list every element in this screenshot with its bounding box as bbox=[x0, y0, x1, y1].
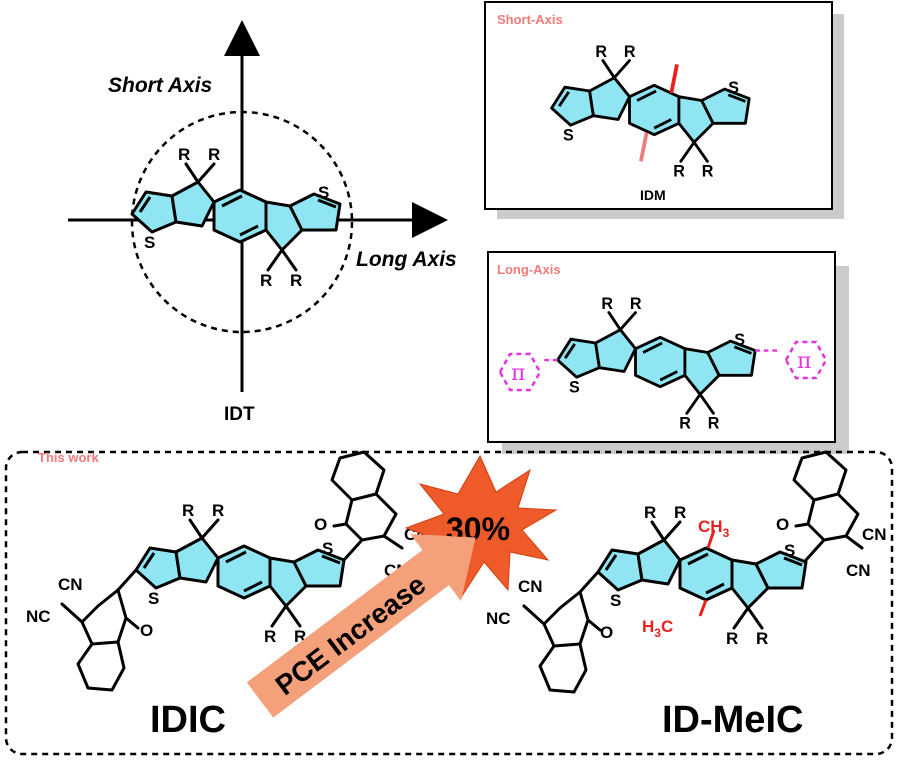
meic-s2: S bbox=[784, 541, 795, 560]
idt-r4: R bbox=[290, 271, 302, 290]
long-axis-box: Long-Axis R R R R S S π π bbox=[487, 251, 843, 448]
idt-panel: Short Axis Long Axis IDT R R R R S S bbox=[68, 20, 457, 425]
idic-nc-left: NC bbox=[26, 607, 51, 626]
idt-s1: S bbox=[144, 233, 155, 252]
idt-r1: R bbox=[178, 145, 190, 164]
meic-r3: R bbox=[726, 629, 738, 648]
meic-r4: R bbox=[756, 629, 768, 648]
long-axis-title: Long-Axis bbox=[497, 262, 561, 277]
short-axis-label: Short Axis bbox=[108, 74, 212, 97]
meic-h3c-bottom: H3C bbox=[642, 617, 673, 640]
long-axis-molecule: R R R R S S bbox=[542, 295, 779, 433]
la-r1: R bbox=[601, 295, 613, 313]
meic-s1: S bbox=[610, 591, 621, 610]
meic-ch3-top: CH3 bbox=[698, 517, 730, 540]
idm-r2: R bbox=[624, 43, 636, 61]
pi-left-label: π bbox=[511, 361, 525, 386]
pi-right-label: π bbox=[797, 349, 811, 374]
meic-r2: R bbox=[674, 503, 686, 522]
short-axis-methyl-top bbox=[669, 64, 679, 94]
pi-left-hexagon: π bbox=[498, 352, 542, 392]
idt-s2: S bbox=[318, 183, 329, 202]
idic-label: IDIC bbox=[150, 699, 226, 741]
idic-r1: R bbox=[182, 501, 194, 520]
short-axis-title: Short-Axis bbox=[497, 12, 563, 27]
idic-r2: R bbox=[212, 501, 224, 520]
idt-r3: R bbox=[260, 271, 272, 290]
meic-cn-right: CN bbox=[862, 525, 887, 544]
idm-r3: R bbox=[673, 163, 685, 181]
la-r3: R bbox=[679, 415, 691, 433]
la-r4: R bbox=[708, 415, 720, 433]
idt-molecule: R R R R S S bbox=[130, 145, 342, 290]
long-axis-label: Long Axis bbox=[356, 248, 457, 271]
meic-cn-right2: CN bbox=[846, 561, 871, 580]
la-s1: S bbox=[569, 378, 580, 396]
idt-label: IDT bbox=[224, 404, 255, 425]
short-axis-methyl-bottom bbox=[639, 132, 649, 162]
idic-s2: S bbox=[322, 539, 333, 558]
la-r2: R bbox=[630, 295, 642, 313]
idm-molecule: R R R R S S bbox=[550, 43, 751, 181]
meic-o-right: O bbox=[776, 515, 789, 534]
pi-right-hexagon: π bbox=[784, 340, 828, 380]
la-s2: S bbox=[734, 331, 745, 349]
this-work-title: This work bbox=[38, 450, 99, 465]
this-work-panel: This work R R R R S S O CN NC bbox=[4, 450, 894, 756]
idic-cn-left: CN bbox=[58, 575, 83, 594]
idic-o-right: O bbox=[314, 515, 327, 534]
idic-r3: R bbox=[264, 627, 276, 646]
idm-s2: S bbox=[728, 79, 739, 97]
meic-r1: R bbox=[644, 503, 656, 522]
meic-cn-left: CN bbox=[518, 577, 543, 596]
idic-s1: S bbox=[148, 589, 159, 608]
meic-o-left: O bbox=[600, 623, 613, 642]
meic-nc-left: NC bbox=[486, 609, 511, 628]
idic-o-left: O bbox=[140, 621, 153, 640]
idt-r2: R bbox=[208, 145, 220, 164]
id-meic-molecule: R R R R S S CH3 H3C O CN NC O CN CN bbox=[486, 450, 887, 694]
id-meic-label: ID-MeIC bbox=[662, 699, 803, 741]
idm-label: IDM bbox=[640, 187, 666, 203]
idt-dashed-circle bbox=[130, 110, 354, 334]
idm-s1: S bbox=[563, 126, 574, 144]
idm-r1: R bbox=[595, 43, 607, 61]
idic-molecule: R R R R S S O CN NC O CN CN bbox=[26, 450, 429, 692]
short-axis-box: Short-Axis IDM R R R R S S bbox=[484, 1, 838, 213]
idm-r4: R bbox=[702, 163, 714, 181]
